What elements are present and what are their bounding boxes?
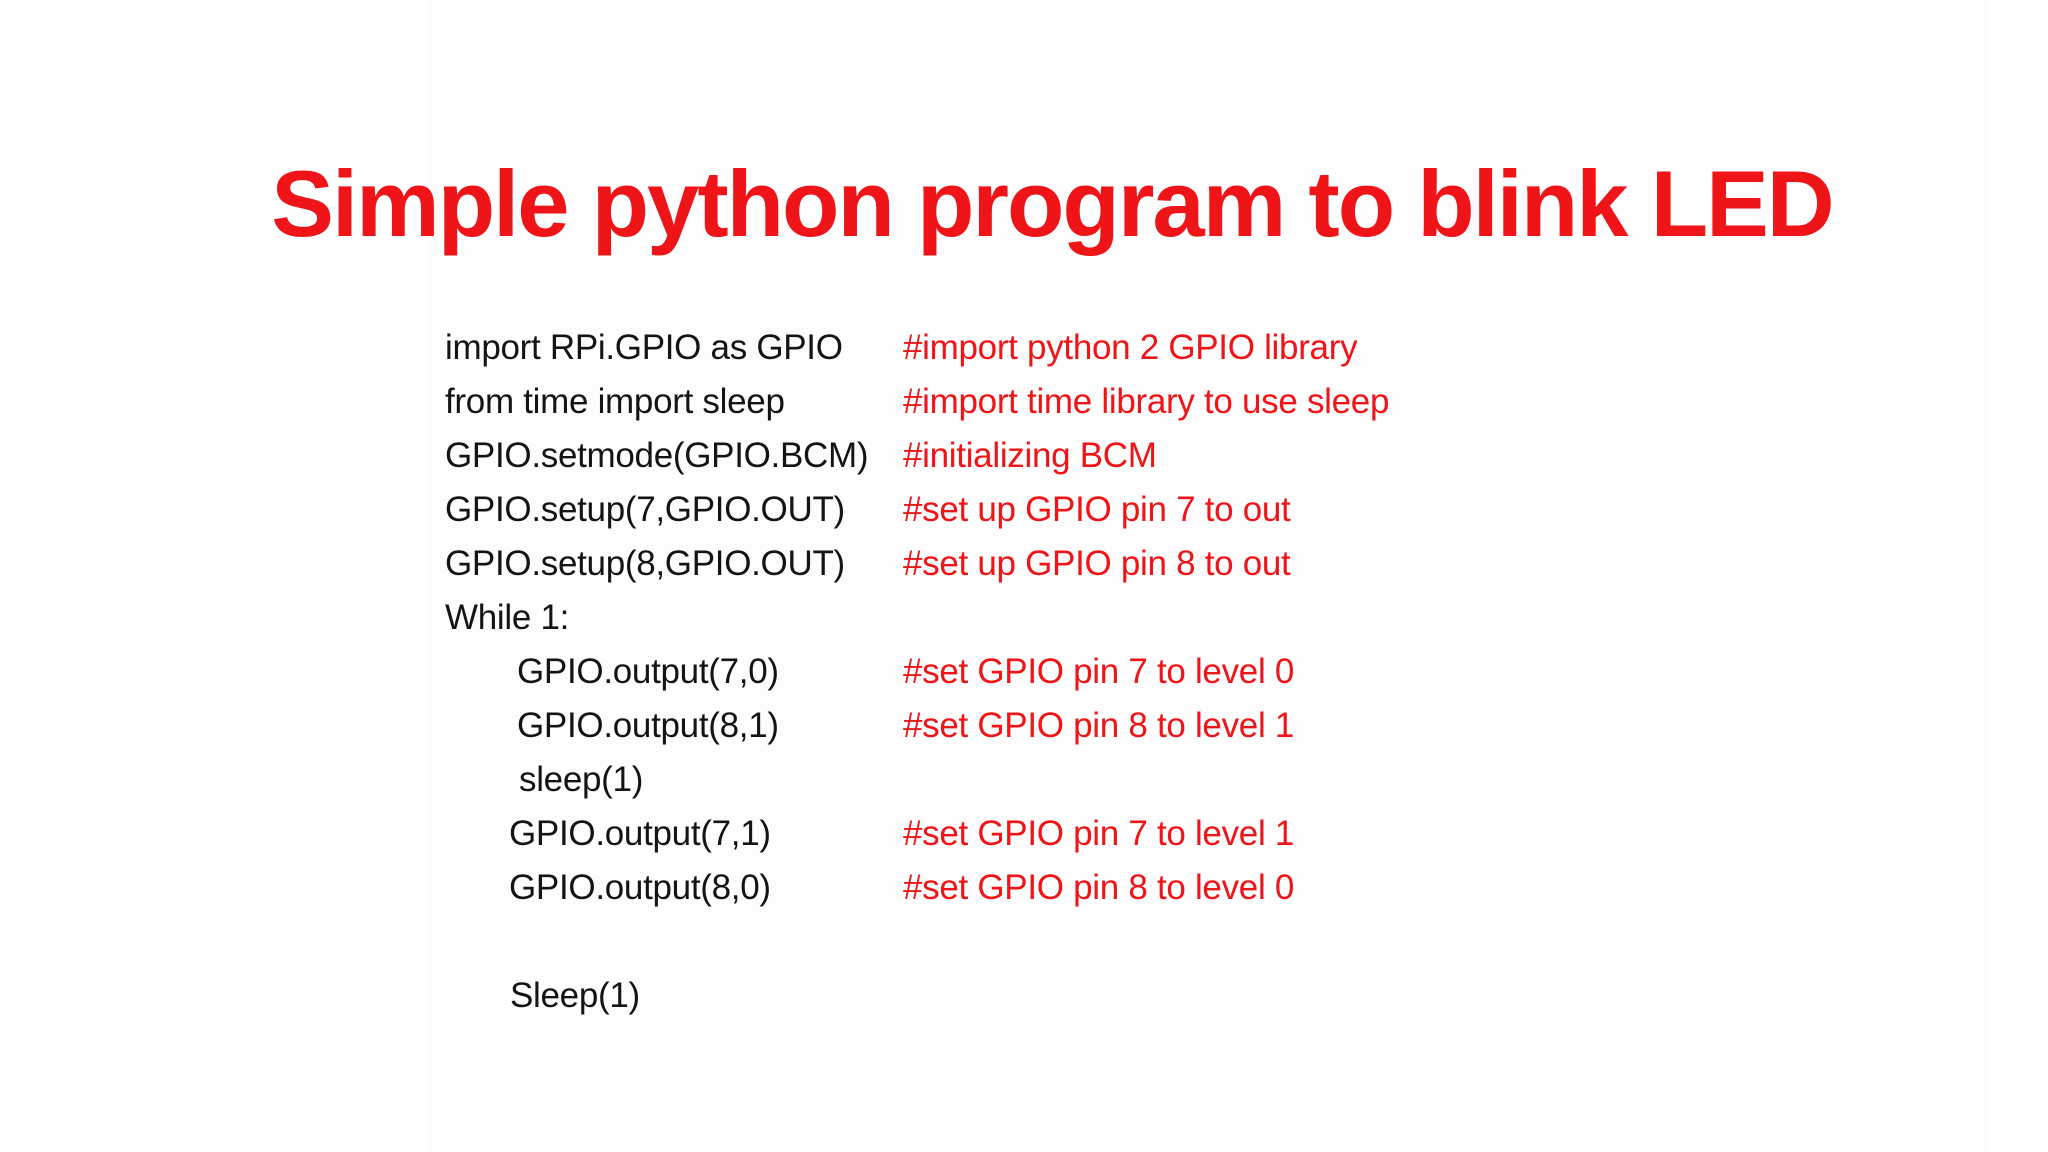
code-text: GPIO.setmode(GPIO.BCM): [445, 436, 869, 475]
comment-text: #set GPIO pin 8 to level 1: [903, 706, 1295, 745]
code-text: Sleep(1): [510, 976, 640, 1015]
code-text: GPIO.output(7,0): [517, 652, 779, 691]
code-line: from time import sleep #import time libr…: [445, 375, 1845, 429]
code-text: from time import sleep: [445, 382, 785, 421]
code-line: GPIO.output(7,1) #set GPIO pin 7 to leve…: [445, 807, 1845, 861]
comment-text: #set GPIO pin 7 to level 0: [903, 652, 1295, 691]
code-line: GPIO.setup(8,GPIO.OUT) #set up GPIO pin …: [445, 537, 1845, 591]
code-text: While 1:: [445, 598, 570, 637]
code-line: While 1:: [445, 591, 1845, 645]
code-line: Sleep(1): [445, 969, 1845, 1023]
comment-text: #import python 2 GPIO library: [903, 328, 1358, 367]
comment-text: #set up GPIO pin 7 to out: [903, 490, 1291, 529]
code-line: import RPi.GPIO as GPIO #import python 2…: [445, 321, 1845, 375]
code-line: GPIO.output(8,1) #set GPIO pin 8 to leve…: [445, 699, 1845, 753]
code-text: GPIO.output(8,0): [509, 868, 771, 907]
comment-text: #set GPIO pin 7 to level 1: [903, 814, 1295, 853]
code-block: import RPi.GPIO as GPIO #import python 2…: [445, 321, 1845, 1023]
code-line: GPIO.setup(7,GPIO.OUT) #set up GPIO pin …: [445, 483, 1845, 537]
code-line: GPIO.output(8,0) #set GPIO pin 8 to leve…: [445, 861, 1845, 915]
code-text: GPIO.output(7,1): [509, 814, 771, 853]
comment-text: #set up GPIO pin 8 to out: [903, 544, 1291, 583]
code-text: GPIO.setup(7,GPIO.OUT): [445, 490, 845, 529]
code-line: GPIO.setmode(GPIO.BCM) #initializing BCM: [445, 429, 1845, 483]
code-line: GPIO.output(7,0) #set GPIO pin 7 to leve…: [445, 645, 1845, 699]
slide-title: Simple python program to blink LED: [271, 150, 1834, 256]
code-text: import RPi.GPIO as GPIO: [445, 328, 843, 367]
code-text: sleep(1): [519, 760, 644, 799]
comment-text: #set GPIO pin 8 to level 0: [903, 868, 1295, 907]
code-text: GPIO.setup(8,GPIO.OUT): [445, 544, 845, 583]
comment-text: #initializing BCM: [903, 436, 1157, 475]
code-line: sleep(1): [445, 753, 1845, 807]
code-text: GPIO.output(8,1): [517, 706, 779, 745]
comment-text: #import time library to use sleep: [903, 382, 1390, 421]
code-line: [445, 915, 1845, 969]
